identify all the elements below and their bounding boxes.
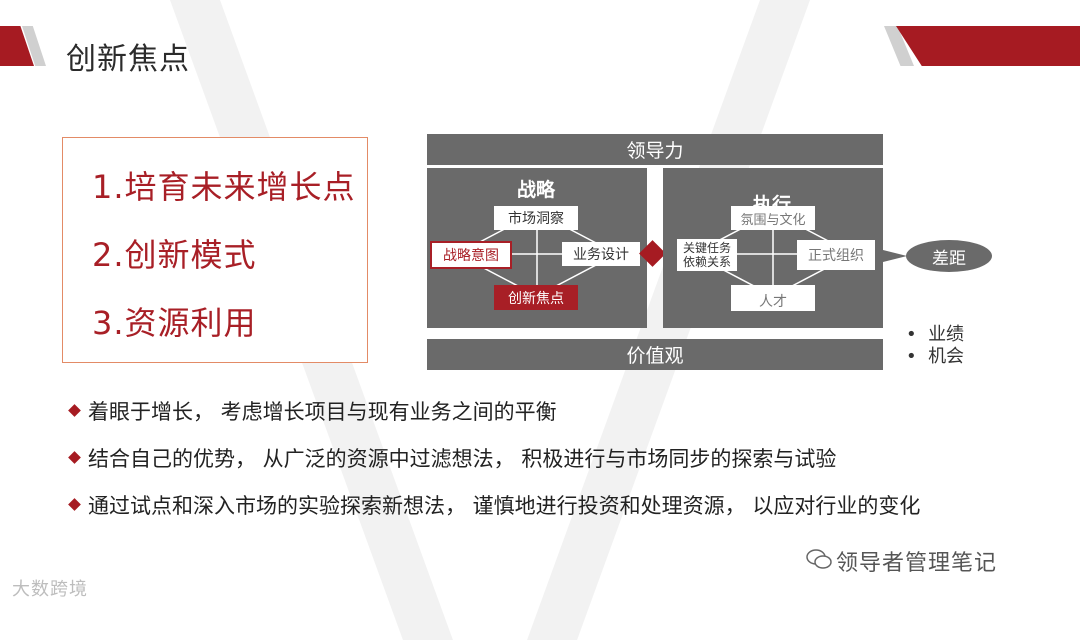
header-accent-right — [896, 26, 1080, 66]
focus-item-1: 1.培育未来增长点 — [92, 168, 356, 206]
market-insight-label: 市场洞察 — [494, 206, 578, 230]
bullet-diamond-icon — [68, 403, 81, 417]
focus-item-2: 2.创新模式 — [92, 236, 257, 274]
gap-item-opportunity: • 机会 — [906, 346, 965, 367]
talent-label: 人才 — [731, 285, 815, 311]
strategy-title: 战略 — [517, 179, 556, 201]
key-tasks-line1: 关键任务 — [682, 241, 731, 255]
wechat-account-name: 领导者管理笔记 — [836, 551, 998, 576]
key-tasks-line2: 依赖关系 — [682, 255, 731, 269]
formal-org-label: 正式组织 — [797, 240, 875, 270]
business-design-label: 业务设计 — [562, 242, 640, 266]
point-2: 结合自己的优势， 从广泛的资源中过滤想法， 积极进行与市场同步的探索与试验 — [68, 443, 836, 473]
values-bar: 价值观 — [427, 339, 883, 370]
gap-label: 差距 — [906, 240, 992, 272]
bullet-diamond-icon — [68, 450, 81, 464]
point-3: 通过试点和深入市场的实验探索新想法， 谨慎地进行投资和处理资源， 以应对行业的变… — [68, 490, 920, 520]
strategic-intent-label: 战略意图 — [430, 241, 512, 269]
focus-item-3: 3.资源利用 — [92, 304, 257, 342]
point-1: 着眼于增长， 考虑增长项目与现有业务之间的平衡 — [68, 396, 557, 426]
bullet-diamond-icon — [68, 497, 81, 511]
leadership-bar: 领导力 — [427, 134, 883, 165]
innovation-focus-label: 创新焦点 — [494, 285, 578, 310]
source-logo: 大数跨境 — [12, 579, 88, 600]
key-tasks-label: 关键任务 依赖关系 — [677, 239, 737, 271]
focus-list-box — [62, 137, 368, 363]
gap-item-performance: • 业绩 — [906, 324, 965, 345]
climate-culture-label: 氛围与文化 — [731, 206, 815, 230]
page-title: 创新焦点 — [66, 42, 190, 77]
arrow-to-gap — [883, 250, 907, 262]
wechat-icon — [806, 549, 832, 569]
